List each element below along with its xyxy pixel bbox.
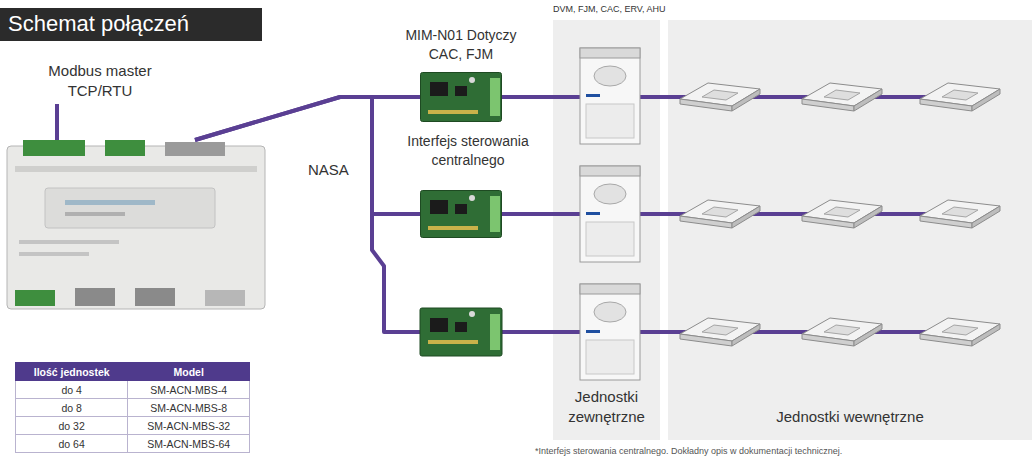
footnote: *Interfejs sterowania centralnego. Dokła… (535, 446, 842, 456)
nasa-connector (502, 212, 553, 216)
nasa-wire (372, 214, 420, 332)
module-label: Interfejs sterowania centralnego (396, 132, 540, 170)
indoor-units-band: Jednostki wewnętrzne (668, 20, 1032, 440)
outdoor-units-band: DVM, FJM, CAC, ERV, AHUJednostki zewnętr… (553, 20, 660, 440)
unit-types: DVM, FJM, CAC, ERV, AHU (553, 4, 666, 14)
gateway-device: Modbus master TCP/RTU (5, 140, 270, 315)
table-cell: do 8 (16, 399, 128, 417)
indoor-units-art (668, 20, 1032, 440)
band-label: Jednostki wewnętrzne (668, 407, 1032, 427)
band-label: Jednostki zewnętrzne (553, 387, 660, 426)
table-row: do 32SM-ACN-MBS-32 (16, 417, 250, 435)
nasa-connector (502, 95, 553, 99)
table-row: do 8SM-ACN-MBS-8 (16, 399, 250, 417)
board-art (420, 72, 502, 122)
table-cell: SM-ACN-MBS-32 (128, 417, 250, 435)
table-header-cell: Ilość jednostek (16, 363, 128, 381)
table-cell: SM-ACN-MBS-8 (128, 399, 250, 417)
modbus-wire (55, 104, 59, 140)
nasa-wire (502, 330, 553, 334)
gateway-art (5, 140, 270, 315)
table: Ilość jednostekModeldo 4SM-ACN-MBS-4do 8… (15, 362, 250, 453)
model-table: Ilość jednostekModeldo 4SM-ACN-MBS-4do 8… (15, 362, 250, 453)
title-bar: Schemat połączeń (0, 8, 262, 41)
board-art (420, 190, 502, 238)
table-row: Ilość jednostekModel (16, 363, 250, 381)
title: Schemat połączeń (8, 11, 189, 37)
table-cell: SM-ACN-MBS-64 (128, 435, 250, 453)
outdoor-units-art (553, 20, 660, 440)
table-cell: do 4 (16, 381, 128, 399)
table-cell: do 32 (16, 417, 128, 435)
interface-module: Interfejs sterowania centralnego (420, 190, 502, 238)
nasa-connector (195, 97, 420, 140)
module-label: MIM-N01 Dotyczy CAC, FJM (398, 26, 524, 64)
table-cell: do 64 (16, 435, 128, 453)
table-header-cell: Model (128, 363, 250, 381)
table-cell: SM-ACN-MBS-4 (128, 381, 250, 399)
interface-board (420, 308, 502, 356)
bus-label: NASA (308, 161, 349, 178)
device-label: Modbus master TCP/RTU (40, 61, 160, 100)
table-row: do 4SM-ACN-MBS-4 (16, 381, 250, 399)
interface-module: MIM-N01 Dotyczy CAC, FJM (420, 72, 502, 122)
table-row: do 64SM-ACN-MBS-64 (16, 435, 250, 453)
